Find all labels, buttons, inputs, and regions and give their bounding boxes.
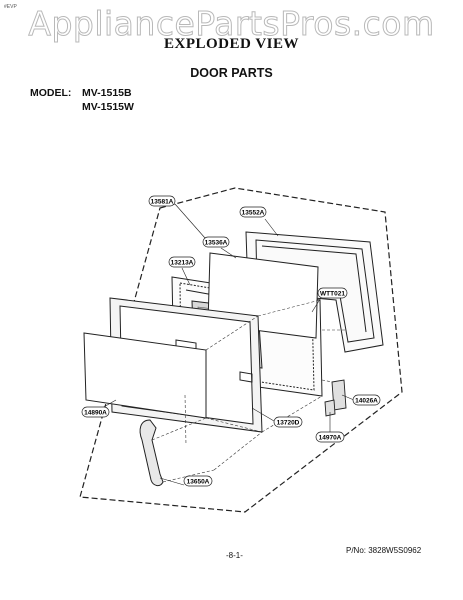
section-subtitle: DOOR PARTS bbox=[190, 66, 273, 80]
page-number: -8-1- bbox=[226, 551, 243, 560]
callout-label: 13536A bbox=[205, 240, 228, 247]
callout-WTT021: WTT021 bbox=[317, 287, 348, 299]
callout-label: 13213A bbox=[171, 260, 194, 267]
model-number-2: MV-1515W bbox=[82, 101, 134, 113]
callout-label: 13720D bbox=[277, 420, 300, 427]
callout-label: WTT021 bbox=[320, 291, 345, 298]
corner-mark: #EVP bbox=[4, 4, 17, 10]
assembly-outline bbox=[79, 187, 403, 513]
model-number-1: MV-1515B bbox=[82, 87, 132, 99]
door-latch-part bbox=[324, 379, 347, 417]
callout-13650A: 13650A bbox=[183, 475, 213, 487]
page-title: EXPLODED VIEW bbox=[164, 36, 299, 52]
callout-14890A: 14890A bbox=[81, 406, 110, 418]
callout-14026A: 14026A bbox=[352, 394, 381, 406]
callout-label: 14970A bbox=[319, 435, 342, 442]
callout-13536A: 13536A bbox=[202, 236, 230, 248]
callout-13581A: 13581A bbox=[148, 195, 176, 207]
model-label: MODEL: bbox=[30, 87, 72, 99]
callout-label: 14026A bbox=[355, 398, 378, 405]
document-part-number: P/No: 3828W5S0962 bbox=[346, 546, 422, 555]
callout-label: 14890A bbox=[84, 410, 107, 417]
callout-label: 13650A bbox=[187, 479, 210, 486]
door-handle-part bbox=[139, 419, 164, 487]
callout-13213A: 13213A bbox=[168, 256, 196, 268]
callout-13720D: 13720D bbox=[273, 416, 303, 428]
callout-13552A: 13552A bbox=[239, 206, 267, 218]
callout-label: 13581A bbox=[151, 199, 174, 206]
watermark: AppliancePartsPros.com bbox=[28, 4, 435, 44]
callout-14970A: 14970A bbox=[315, 431, 345, 443]
callout-label: 13552A bbox=[242, 210, 265, 217]
